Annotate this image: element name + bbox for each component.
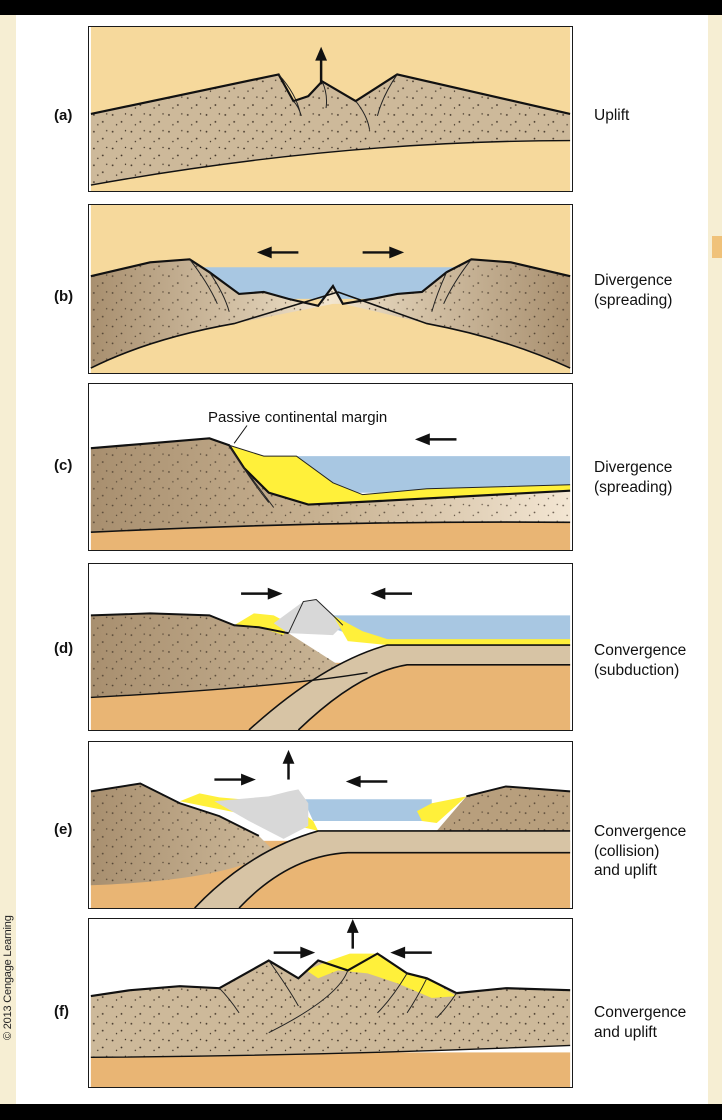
collision-diagram bbox=[90, 742, 571, 908]
subducting-plate bbox=[248, 645, 571, 730]
surface-line bbox=[90, 782, 260, 837]
panel-f-uplift bbox=[88, 918, 573, 1088]
right-border-strip bbox=[708, 15, 722, 1104]
panel-c-label: (c) bbox=[54, 457, 73, 474]
surface-line bbox=[90, 952, 571, 998]
arrow-left-icon bbox=[345, 775, 388, 788]
block-texture bbox=[436, 786, 571, 831]
crust-base-line bbox=[90, 672, 368, 699]
panel-b-caption: Divergence (spreading) bbox=[594, 272, 673, 309]
panel-c-caption: Divergence (spreading) bbox=[594, 459, 673, 496]
arrow-up-icon bbox=[346, 919, 359, 949]
panel-b-divergence bbox=[88, 204, 573, 374]
subducting-plate bbox=[194, 830, 571, 908]
mantle-layer bbox=[90, 1052, 571, 1087]
uplifted-sediment bbox=[306, 953, 457, 999]
surface-line bbox=[90, 612, 289, 635]
passive-margin-diagram bbox=[90, 384, 571, 550]
uplift-diagram bbox=[90, 27, 571, 191]
arrow-left-icon bbox=[370, 587, 413, 600]
fault-lines bbox=[218, 960, 457, 1034]
panel-a-label: (a) bbox=[54, 107, 73, 124]
right-edge-tab bbox=[712, 236, 722, 258]
arrow-left-icon bbox=[390, 946, 432, 959]
crust-texture bbox=[90, 953, 571, 1058]
crust-base-line bbox=[90, 291, 571, 369]
crust-texture bbox=[90, 783, 274, 886]
slab-outline bbox=[248, 644, 571, 730]
fault-lines bbox=[189, 259, 472, 312]
trench-sediment bbox=[416, 796, 467, 824]
arrow-right-icon bbox=[241, 587, 283, 600]
panel-d-label: (d) bbox=[54, 640, 74, 657]
panel-f-label: (f) bbox=[54, 1003, 69, 1020]
arrow-up-icon bbox=[282, 749, 295, 780]
arrow-up-icon bbox=[315, 46, 328, 85]
slab-outline bbox=[194, 830, 571, 908]
panel-e-label: (e) bbox=[54, 821, 73, 838]
panel-e-caption: Convergence (collision) and uplift bbox=[594, 823, 687, 879]
panel-c-passive-margin bbox=[88, 383, 573, 551]
arrow-left-icon bbox=[256, 246, 299, 259]
arrow-right-icon bbox=[362, 246, 405, 259]
deformed-wedge bbox=[214, 789, 309, 839]
subduction-diagram bbox=[90, 564, 571, 730]
crust-texture bbox=[90, 613, 368, 698]
surface-line bbox=[90, 73, 571, 116]
wedge-outline bbox=[288, 599, 344, 634]
arrow-left-icon bbox=[414, 433, 457, 446]
arrow-right-icon bbox=[273, 946, 316, 959]
fault-lines bbox=[278, 74, 398, 130]
right-surface-line bbox=[466, 785, 571, 798]
sediment-top-line bbox=[229, 444, 571, 496]
ocean-water bbox=[303, 799, 432, 822]
ocean-water bbox=[296, 456, 571, 493]
sediment-wedge bbox=[229, 445, 571, 505]
annotation-leader-line bbox=[233, 425, 248, 444]
crust-texture bbox=[90, 74, 571, 186]
surface-line bbox=[90, 258, 571, 308]
arrow-right-icon bbox=[214, 773, 256, 786]
panel-e-collision bbox=[88, 741, 573, 909]
crust-base-line bbox=[90, 1044, 571, 1059]
panel-d-caption: Convergence (subduction) bbox=[594, 642, 687, 679]
crust-base-line bbox=[90, 139, 571, 186]
panel-b-label: (b) bbox=[54, 288, 74, 305]
copyright-notice: © 2013 Cengage Learning bbox=[2, 915, 14, 1040]
panel-a-uplift bbox=[88, 26, 573, 192]
crust-texture bbox=[90, 259, 571, 369]
crust-texture bbox=[90, 438, 571, 533]
mountain-uplift-diagram bbox=[90, 919, 571, 1087]
fault-lines bbox=[228, 445, 275, 508]
left-border-strip bbox=[0, 15, 16, 1104]
panel-d-subduction bbox=[88, 563, 573, 731]
crust-base-line bbox=[90, 521, 571, 534]
panel-f-caption: Convergence and uplift bbox=[594, 1004, 687, 1041]
passive-margin-annotation: Passive continental margin bbox=[208, 409, 388, 426]
divergence-diagram bbox=[90, 205, 571, 373]
panel-a-caption: Uplift bbox=[594, 107, 630, 124]
